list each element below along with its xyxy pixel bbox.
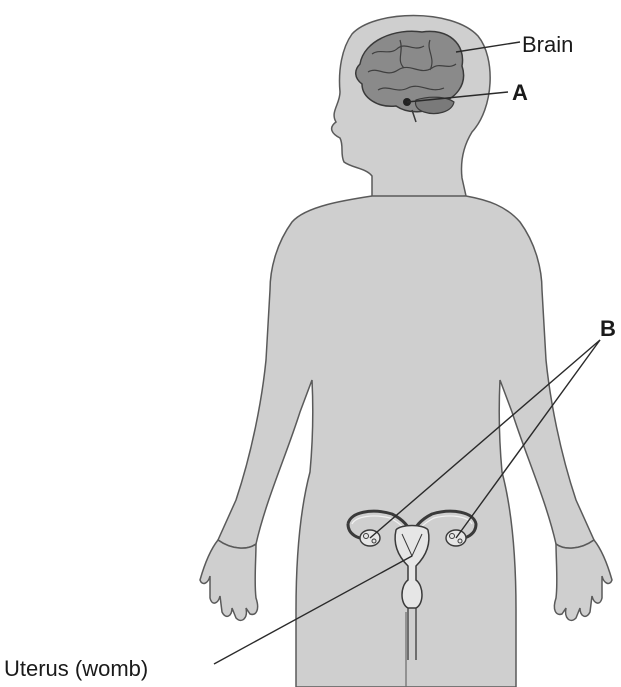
right-hand (554, 540, 612, 620)
a-label: A (512, 80, 528, 105)
brain-label: Brain (522, 32, 573, 57)
left-hand (200, 540, 258, 620)
uterus-label: Uterus (womb) (4, 656, 148, 681)
b-label: B (600, 316, 616, 341)
